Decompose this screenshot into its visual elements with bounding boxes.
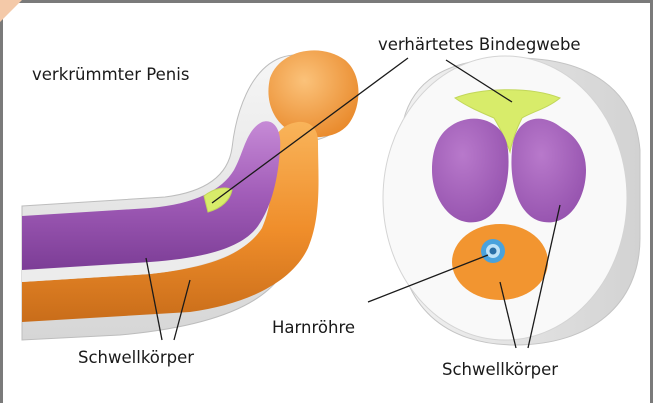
cross-section-illustration: [383, 56, 640, 345]
glans: [268, 50, 358, 137]
curved-penis-illustration: [22, 50, 358, 340]
label-curved-penis: verkrümmter Penis: [32, 65, 189, 84]
corpus-spongiosum-section: [452, 224, 548, 300]
corner-mark: [0, 0, 22, 22]
label-urethra: Harnröhre: [272, 318, 355, 337]
label-erectile-bodies-left: Schwellkörper: [78, 348, 194, 367]
label-erectile-bodies-right: Schwellkörper: [442, 360, 558, 379]
label-hardened-tissue: verhärtetes Bindegwebe: [378, 35, 581, 54]
urethra-lumen: [490, 248, 497, 255]
